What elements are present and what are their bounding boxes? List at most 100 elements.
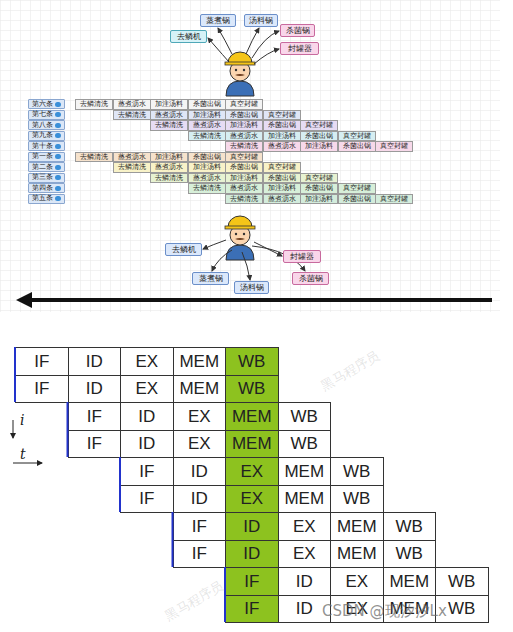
- stage-cell: 加注汤料: [188, 110, 226, 121]
- stage-cell: 蒸煮沥水: [188, 120, 226, 131]
- node-text: ID: [191, 463, 208, 480]
- node-text: WB: [343, 463, 370, 480]
- fish-icon: [55, 196, 61, 201]
- node-text: WB: [396, 545, 423, 562]
- node-text: IF: [244, 573, 259, 590]
- pipeline-stage-cell: EX: [330, 595, 384, 624]
- stage-cell: 真空封罐: [375, 194, 413, 205]
- node-text: MEM: [179, 380, 219, 397]
- node-text: WB: [343, 490, 370, 507]
- pipeline-stage-cell: EX: [173, 430, 227, 459]
- node-text: 去鳞清洗: [193, 133, 221, 140]
- stage-cell: 杀菌出锅: [188, 152, 226, 163]
- node-text: ID: [296, 573, 313, 590]
- stage-cell: 真空封罐: [263, 110, 301, 121]
- node-text: EX: [240, 463, 263, 480]
- pipeline-stage-cell: WB: [383, 512, 437, 541]
- stage-cell: 真空封罐: [300, 120, 338, 131]
- pipeline-stage-cell: ID: [120, 430, 174, 459]
- node-text: IF: [87, 435, 102, 452]
- pipeline-stage-cell: ID: [225, 512, 279, 541]
- node-text: 去鳞清洗: [230, 143, 258, 150]
- equipment-box: 去鳞机: [165, 243, 202, 256]
- pipeline-stage-cell: IF: [225, 567, 279, 596]
- node-text: ID: [138, 408, 155, 425]
- node-text: 去鳞清洗: [230, 196, 258, 203]
- equipment-box: 蒸煮锅: [200, 14, 236, 27]
- node-text: 加注汤料: [155, 101, 183, 108]
- pipeline-stage-cell: WB: [435, 595, 489, 624]
- node-text: WB: [238, 353, 265, 370]
- node-text: 真空封罐: [268, 112, 296, 119]
- stage-cell: 杀菌出锅: [225, 162, 263, 173]
- node-text: 去鳞清洗: [80, 101, 108, 108]
- node-text: EX: [188, 435, 211, 452]
- node-text: 加注汤料: [193, 112, 221, 119]
- node-text: 真空封罐: [305, 175, 333, 182]
- pipeline-stage-cell: IF: [68, 430, 122, 459]
- stage-cell: 加注汤料: [150, 99, 188, 110]
- node-text: 杀菌出锅: [305, 185, 333, 192]
- stage-cell: 去鳞清洗: [225, 141, 263, 152]
- node-text: 蒸煮沥水: [155, 112, 183, 119]
- row-label: 第八条: [28, 120, 65, 130]
- pipeline-stage-cell: IF: [225, 595, 279, 624]
- stage-cell: 真空封罐: [300, 173, 338, 184]
- stage-cell: 真空封罐: [338, 131, 376, 142]
- node-text: 封罐器: [288, 45, 312, 53]
- node-text: ID: [243, 518, 260, 535]
- node-text: EX: [345, 600, 368, 617]
- stage-cell: 蒸煮沥水: [188, 173, 226, 184]
- pipeline-stage-cell: MEM: [225, 402, 279, 431]
- node-text: MEM: [179, 353, 219, 370]
- node-text: 蒸煮沥水: [193, 175, 221, 182]
- pipeline-stage-cell: EX: [278, 540, 332, 569]
- stage-cell: 蒸煮沥水: [263, 141, 301, 152]
- node-text: 杀菌锅: [286, 27, 310, 35]
- node-text: 杀菌出锅: [343, 196, 371, 203]
- pipeline-stage-cell: WB: [278, 402, 332, 431]
- pipeline-stage-cell: MEM: [225, 430, 279, 459]
- node-text: 封罐器: [290, 253, 314, 261]
- node-text: MEM: [389, 600, 429, 617]
- pipeline-stage-cell: IF: [173, 540, 227, 569]
- pipeline-stage-cell: EX: [225, 457, 279, 486]
- fish-icon: [55, 144, 61, 149]
- node-text: 第五条: [32, 195, 53, 202]
- fish-icon: [55, 175, 61, 180]
- pipeline-stage-cell: MEM: [383, 567, 437, 596]
- node-text: 杀菌出锅: [230, 112, 258, 119]
- node-text: MEM: [337, 545, 377, 562]
- node-text: EX: [135, 353, 158, 370]
- node-text: 真空封罐: [305, 122, 333, 129]
- node-text: 蒸煮沥水: [193, 122, 221, 129]
- node-text: 真空封罐: [268, 164, 296, 171]
- pipeline-stage-cell: WB: [225, 347, 279, 376]
- pipeline-stage-cell: IF: [173, 512, 227, 541]
- node-text: ID: [191, 490, 208, 507]
- node-text: 加注汤料: [155, 154, 183, 161]
- watermark: 黑马程序员: [318, 347, 383, 395]
- pipeline-stage-cell: MEM: [330, 540, 384, 569]
- node-text: 汤料锅: [249, 17, 273, 25]
- pipeline-stage-cell: WB: [278, 430, 332, 459]
- stage-cell: 真空封罐: [225, 152, 263, 163]
- pipeline-stage-cell: MEM: [173, 347, 227, 376]
- pipeline-stage-cell: WB: [435, 567, 489, 596]
- axis-arrow: [13, 463, 42, 464]
- node-text: 第一条: [32, 153, 53, 160]
- pipeline-stage-cell: IF: [15, 375, 69, 404]
- node-text: 蒸煮沥水: [268, 196, 296, 203]
- row-label: 第十条: [28, 141, 65, 151]
- pipeline-stage-cell: EX: [120, 375, 174, 404]
- pipeline-stage-cell: MEM: [173, 375, 227, 404]
- stage-cell: 加注汤料: [225, 120, 263, 131]
- pipeline-stage-cell: ID: [68, 375, 122, 404]
- node-text: MEM: [389, 573, 429, 590]
- pipeline-stage-cell: EX: [278, 512, 332, 541]
- node-text: 蒸煮沥水: [230, 133, 258, 140]
- stage-cell: 杀菌出锅: [338, 141, 376, 152]
- node-text: 去鳞清洗: [80, 154, 108, 161]
